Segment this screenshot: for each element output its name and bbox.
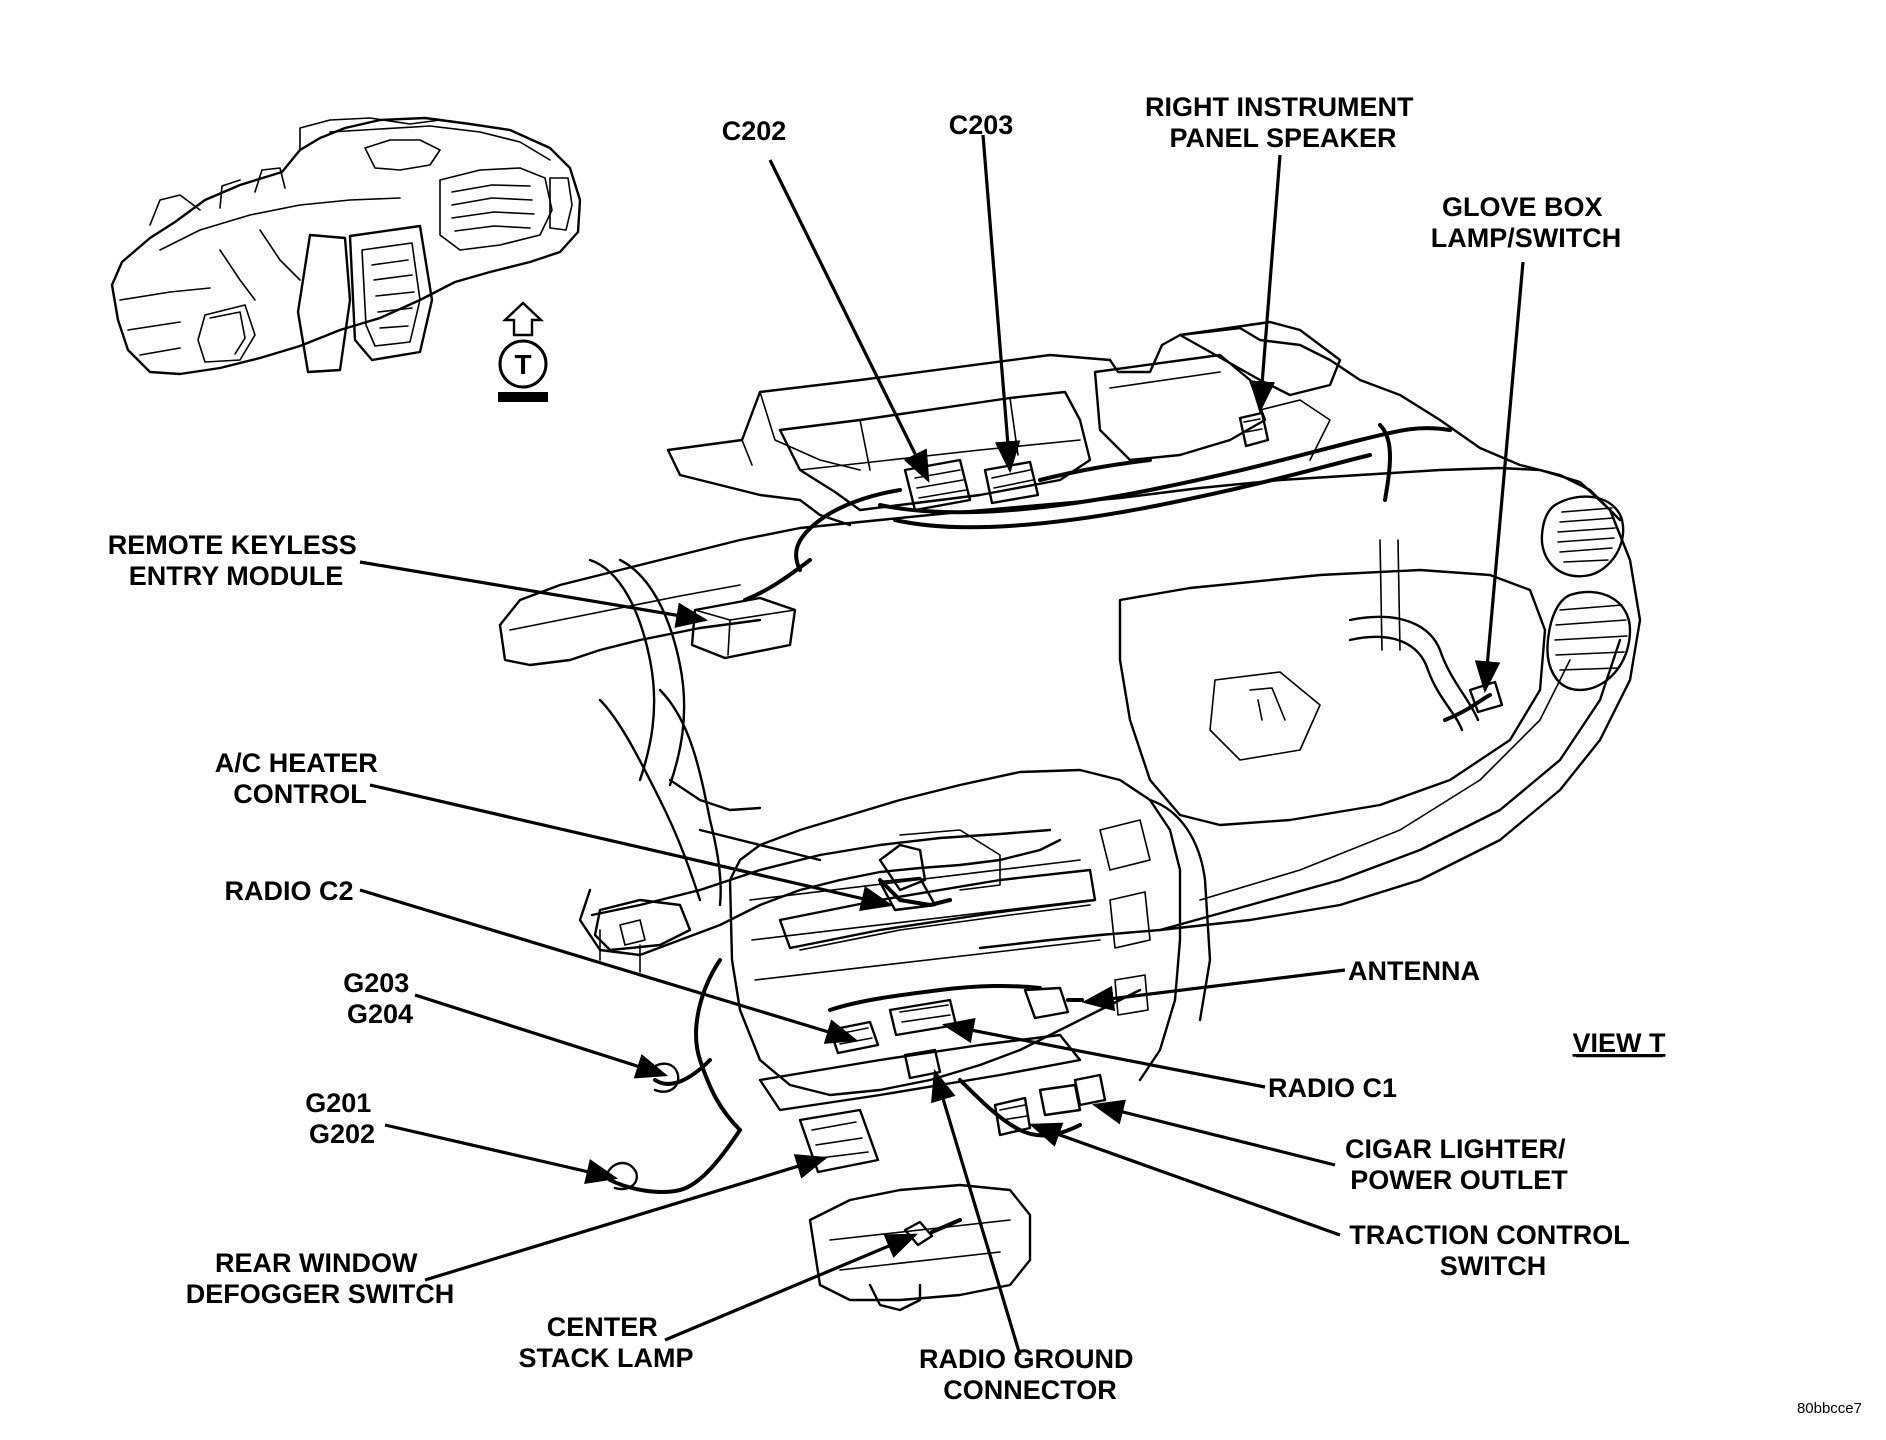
leader-traction [1028,1122,1341,1237]
callout-glove-box: GLOVE BOX LAMP/SWITCH [1431,192,1621,253]
callout-defogger: REAR WINDOW DEFOGGER SWITCH [186,1248,455,1309]
callout-radio-ground: RADIO GROUND CONNECTOR [919,1344,1141,1405]
callout-ac-heater: A/C HEATER CONTROL [215,748,386,809]
callout-traction: TRACTION CONTROL SWITCH [1349,1220,1637,1281]
leader-center-stack [664,1233,918,1342]
callout-c202: C202 [722,116,787,146]
view-label: VIEW T [1573,1028,1667,1058]
leader-c203 [981,134,1021,474]
leader-keyless [359,560,709,628]
leader-ac-heater [369,783,894,911]
overview-thumbnail [110,116,582,376]
view-direction-badge: T [498,301,548,402]
right-air-vent [1540,495,1625,578]
instrument-panel-illustration [498,320,1642,1312]
callout-cigar: CIGAR LIGHTER/ POWER OUTLET [1345,1134,1573,1195]
callout-keyless: REMOTE KEYLESS ENTRY MODULE [108,530,365,591]
callout-right-speaker: RIGHT INSTRUMENT PANEL SPEAKER [1145,92,1421,153]
view-badge-letter: T [514,349,531,380]
callout-c203: C203 [949,110,1014,140]
leader-lines [359,134,1525,1356]
callout-labels: C202 C203 RIGHT INSTRUMENT PANEL SPEAKER… [108,92,1862,1417]
leader-radio-c1 [941,1017,1266,1089]
figure-id: 80bbcce7 [1797,1400,1862,1417]
leader-radio-ground [931,1068,1022,1356]
leader-cigar [1091,1099,1336,1167]
callout-center-stack: CENTER STACK LAMP [519,1312,694,1373]
callout-radio-c2: RADIO C2 [224,876,353,906]
lower-air-vent [1546,590,1632,692]
callout-antenna: ANTENNA [1348,956,1480,986]
callout-g203-g204: G203 G204 [343,968,417,1029]
leader-antenna [1081,968,1346,1012]
leader-radio-c2 [359,888,859,1044]
leader-g201-g202 [384,1123,619,1185]
callout-g201-g202: G201 G202 [305,1088,379,1149]
leader-g203-g204 [414,993,669,1079]
leader-c202 [768,159,930,483]
leader-right-speaker [1249,154,1282,414]
callout-radio-c1: RADIO C1 [1268,1073,1397,1103]
leader-defogger [424,1154,829,1282]
leader-glove-box [1474,261,1525,694]
